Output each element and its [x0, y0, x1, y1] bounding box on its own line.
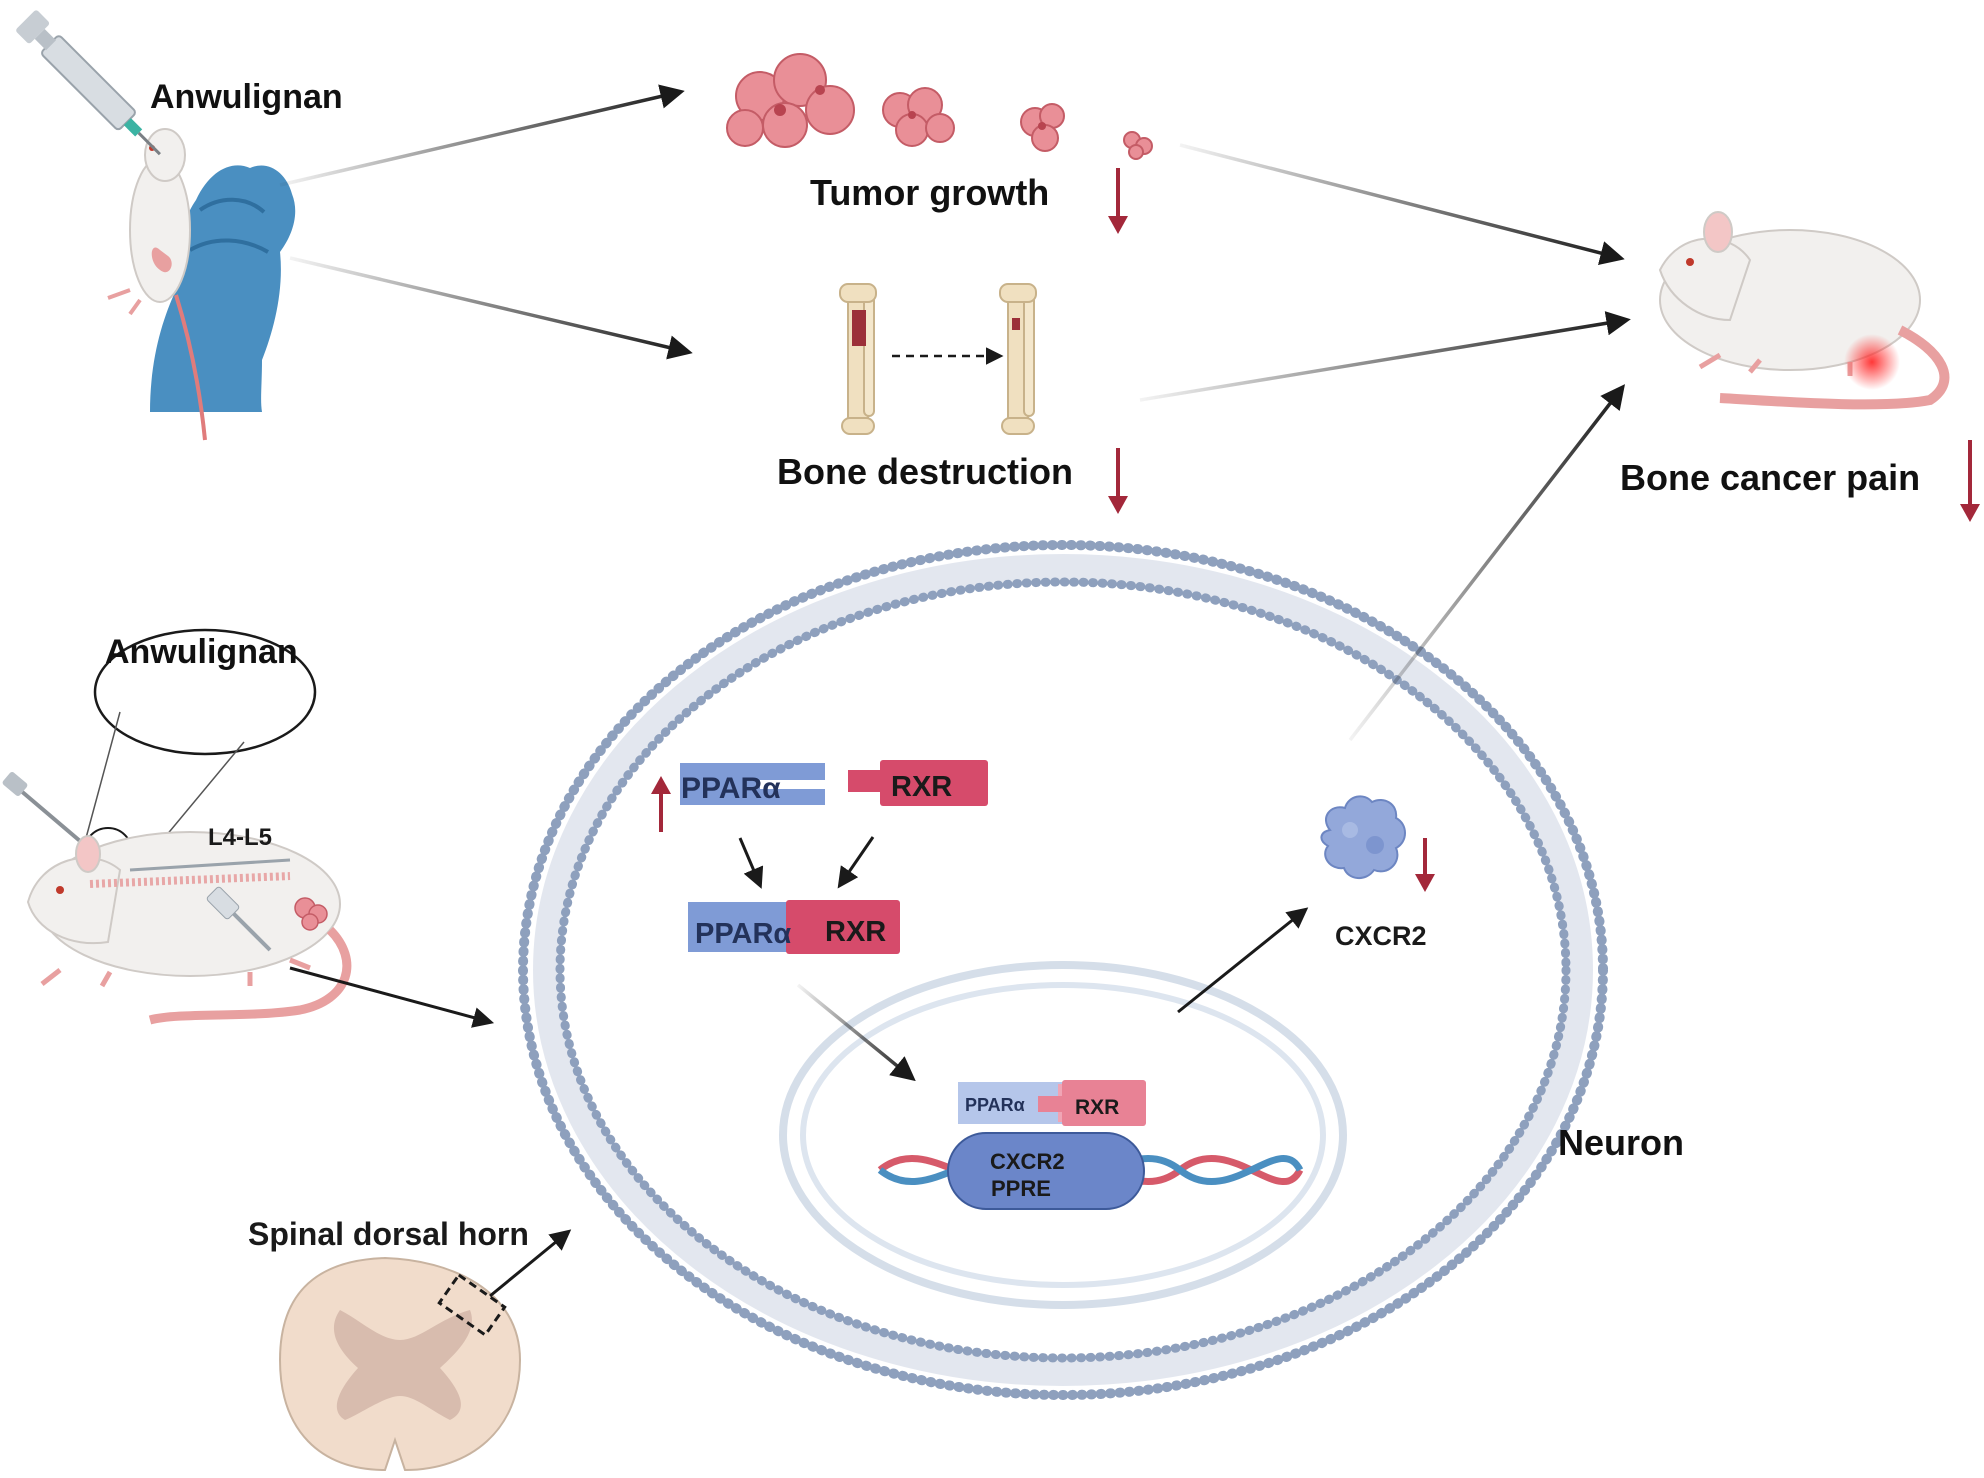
dna-ppara-label: PPARα [965, 1095, 1025, 1115]
ppara-label: PPARα [681, 772, 781, 805]
ppre-promoter-region [947, 1132, 1145, 1210]
dna-gene-label: CXCR2 [990, 1149, 1065, 1174]
arrow-to-tumor [279, 84, 685, 187]
bone-destruction-label: Bone destruction [777, 451, 1073, 492]
bone-cancer-pain-label: Bone cancer pain [1620, 457, 1920, 498]
bone-icon [839, 283, 1037, 435]
cxcr2-label: CXCR2 [1335, 921, 1427, 951]
bone-cancer-pain-down-indicator [1960, 440, 1980, 522]
intrathecal-scene [2, 628, 352, 1025]
arrow-ppara-to-complex [738, 837, 764, 889]
spinal-dorsal-horn-label: Spinal dorsal horn [248, 1216, 529, 1252]
arrow-dna-to-cxcr2 [1177, 907, 1309, 1014]
rat-icon [107, 128, 207, 441]
rxr-monomer [848, 760, 988, 806]
arrow-tumor-to-pain [1179, 143, 1625, 265]
arrow-spinal-to-neuron [489, 1229, 572, 1298]
rat-icon-bottom [26, 831, 352, 1025]
receptor-icon [1320, 795, 1406, 879]
rxr-label: RXR [891, 771, 952, 803]
anwulignan-callout-oval [93, 628, 317, 756]
neuron-label: Neuron [1558, 1122, 1684, 1163]
arrow-cxcr2-to-pain [1348, 384, 1625, 742]
arrow-bone-to-pain [1139, 311, 1631, 402]
cxcr2-down-indicator [1415, 838, 1435, 892]
dna-bound-complex [958, 1080, 1146, 1126]
arrow-rat-to-neuron [289, 966, 495, 1028]
complex-rxr-label: RXR [825, 916, 886, 948]
arrow-to-bone [289, 256, 693, 360]
bone-destruction-down-indicator [1108, 448, 1128, 514]
spinal-cord-icon [278, 1256, 522, 1472]
arrow-complex-to-dna [796, 983, 916, 1082]
dna-element-label: PPRE [991, 1176, 1051, 1201]
anwulignan-bottom-label: Anwulignan [105, 633, 298, 671]
pain-rat-icon [1658, 211, 1950, 410]
l4-l5-label: L4-L5 [208, 824, 272, 851]
complex-ppara-label: PPARα [695, 918, 791, 950]
ppara-up-indicator [651, 776, 671, 832]
syringe-icon [16, 10, 161, 156]
neuron-membrane [518, 540, 1608, 1400]
ppara-rxr-complex [688, 900, 900, 954]
arrow-rxr-to-complex [837, 836, 875, 889]
tumor-growth-down-indicator [1108, 168, 1128, 234]
dna-rxr-label: RXR [1075, 1096, 1119, 1119]
ppara-monomer [680, 763, 825, 805]
anwulignan-top-label: Anwulignan [150, 78, 343, 116]
tumor-growth-label: Tumor growth [810, 172, 1049, 213]
injection-scene [16, 10, 296, 441]
tumor-icon [726, 53, 1153, 160]
